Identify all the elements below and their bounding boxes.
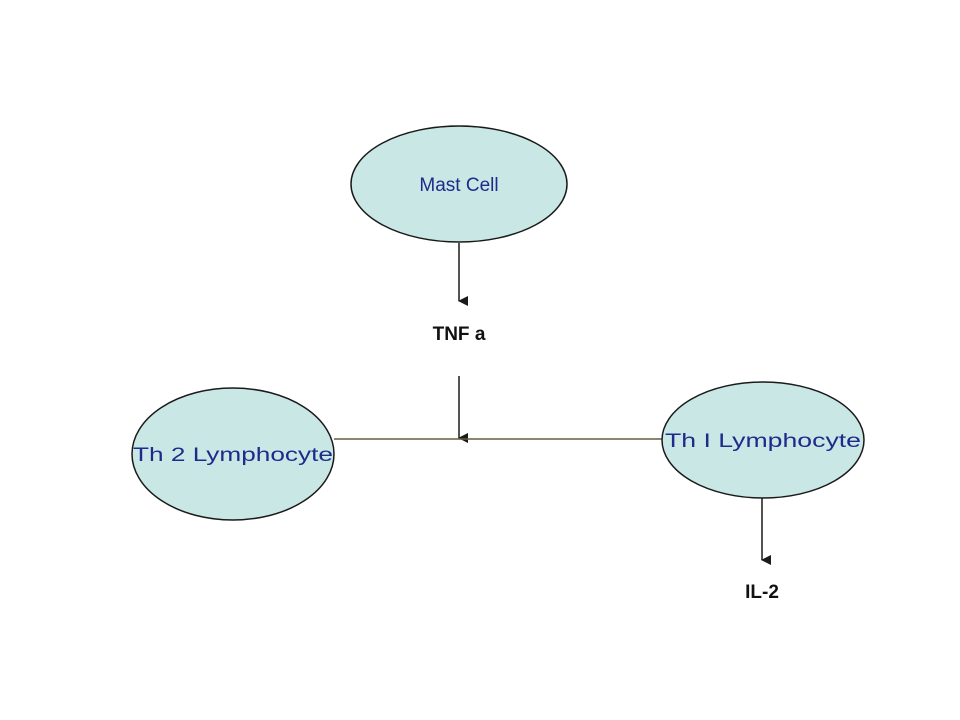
node-mast-cell: Mast Cell — [350, 125, 568, 243]
th1-label: Th I Lymphocyte — [665, 431, 861, 452]
mast-cell-label: Mast Cell — [419, 175, 498, 196]
tnf-label: TNF a — [433, 324, 486, 345]
th2-label: Th 2 Lymphocyte — [133, 445, 333, 466]
node-th2-lymphocyte: Th 2 Lymphocyte — [131, 387, 335, 521]
th2-ellipse — [131, 387, 335, 521]
th1-ellipse — [661, 381, 865, 499]
mast-cell-ellipse — [350, 125, 568, 243]
il2-label: IL-2 — [745, 582, 779, 603]
node-th1-lymphocyte: Th I Lymphocyte — [661, 381, 865, 499]
